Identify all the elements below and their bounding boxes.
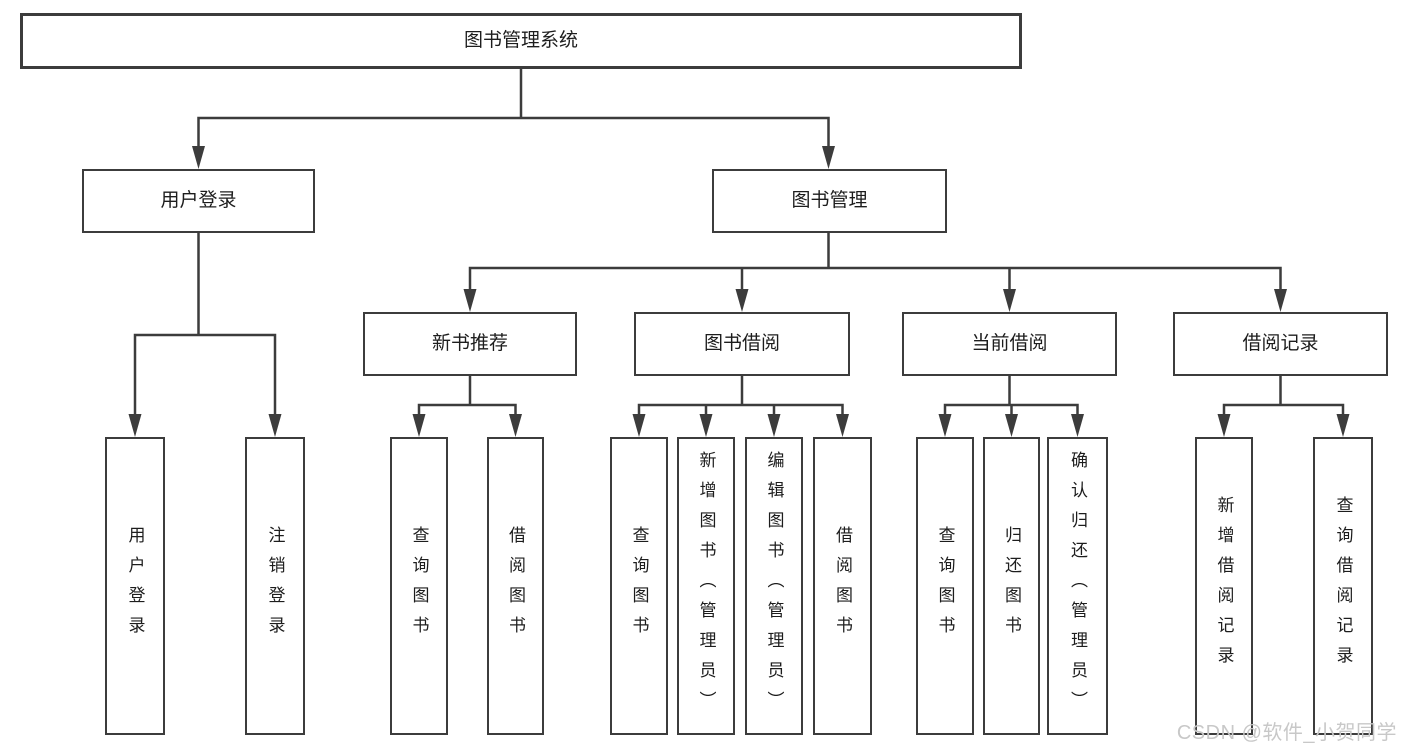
arrowhead [767, 414, 781, 437]
node-new-book-recommend-label: 新书推荐 [431, 332, 508, 354]
leaf-logout-label: 注销登录 [265, 526, 285, 646]
leaf-user-login: 用户登录 [105, 437, 165, 735]
arrowhead [128, 414, 142, 437]
node-root: 图书管理系统 [20, 13, 1022, 69]
arrowhead [632, 414, 646, 437]
arrowhead [192, 146, 205, 169]
connector-path [943, 376, 1079, 417]
leaf-logout: 注销登录 [245, 437, 305, 735]
connector-path [133, 233, 277, 417]
node-user-login: 用户登录 [82, 169, 315, 233]
arrowhead [509, 414, 522, 437]
arrowhead [1274, 289, 1287, 312]
connector-path [417, 376, 517, 417]
leaf-borrow-books-recommend: 借阅图书 [487, 437, 544, 735]
connector-path [637, 376, 844, 417]
arrowhead [1071, 414, 1084, 437]
arrowhead [938, 414, 952, 437]
arrowhead [735, 289, 749, 312]
leaf-query-borrow-record: 查询借阅记录 [1313, 437, 1373, 735]
leaf-add-borrow-record-label: 新增借阅记录 [1214, 496, 1234, 676]
node-new-book-recommend: 新书推荐 [363, 312, 577, 376]
connector-book-management-to-level3 [468, 233, 1282, 292]
arrowhead [822, 146, 835, 169]
leaf-query-books-recommend-label: 查询图书 [409, 526, 429, 646]
node-user-login-label: 用户登录 [160, 189, 237, 211]
leaf-add-books-admin-label: 新增图书（管理员） [696, 451, 716, 721]
leaf-query-books-current-label: 查询图书 [935, 526, 955, 646]
connector-borrow-records-to-leaves [1222, 376, 1345, 417]
leaf-confirm-return-admin-label: 确认归还（管理员） [1068, 451, 1087, 721]
leaf-query-books-borrow-label: 查询图书 [629, 526, 649, 646]
leaf-add-borrow-record: 新增借阅记录 [1195, 437, 1253, 735]
leaf-confirm-return-admin: 确认归还（管理员） [1047, 437, 1108, 735]
connector-current-borrow-to-leaves [943, 376, 1079, 417]
node-book-borrow-label: 图书借阅 [703, 332, 780, 354]
node-root-label: 图书管理系统 [463, 29, 578, 51]
leaf-query-books-current: 查询图书 [916, 437, 974, 735]
leaf-borrow-books: 借阅图书 [813, 437, 872, 735]
arrowhead [1217, 414, 1231, 437]
arrowhead [412, 414, 426, 437]
connector-path [197, 69, 830, 149]
node-borrow-records-label: 借阅记录 [1242, 332, 1319, 354]
leaf-edit-books-admin: 编辑图书（管理员） [745, 437, 803, 735]
node-current-borrow-label: 当前借阅 [971, 332, 1048, 354]
leaf-return-books-label: 归还图书 [1002, 526, 1021, 646]
leaf-query-borrow-record-label: 查询借阅记录 [1333, 496, 1353, 676]
connector-path [468, 233, 1282, 292]
node-current-borrow: 当前借阅 [902, 312, 1117, 376]
node-book-borrow: 图书借阅 [634, 312, 850, 376]
connector-book-borrow-to-leaves [637, 376, 844, 417]
connector-new-book-recommend-to-leaves [417, 376, 517, 417]
arrowhead [1003, 289, 1016, 312]
node-book-management: 图书管理 [712, 169, 947, 233]
arrowhead [836, 414, 849, 437]
leaf-user-login-label: 用户登录 [125, 526, 145, 646]
arrowhead [268, 414, 282, 437]
leaf-borrow-books-recommend-label: 借阅图书 [506, 526, 525, 646]
connector-path [1222, 376, 1345, 417]
leaf-query-books-borrow: 查询图书 [610, 437, 668, 735]
leaf-edit-books-admin-label: 编辑图书（管理员） [764, 451, 784, 721]
arrowhead [699, 414, 713, 437]
connector-root-to-level2 [197, 69, 830, 149]
arrowhead [1336, 414, 1350, 437]
node-borrow-records: 借阅记录 [1173, 312, 1388, 376]
node-book-management-label: 图书管理 [791, 189, 868, 211]
leaf-borrow-books-label: 借阅图书 [833, 526, 852, 646]
arrowhead [463, 289, 477, 312]
leaf-add-books-admin: 新增图书（管理员） [677, 437, 735, 735]
leaf-query-books-recommend: 查询图书 [390, 437, 448, 735]
arrowhead [1005, 414, 1018, 437]
leaf-return-books: 归还图书 [983, 437, 1040, 735]
connector-user-login-to-leaves [133, 233, 277, 417]
